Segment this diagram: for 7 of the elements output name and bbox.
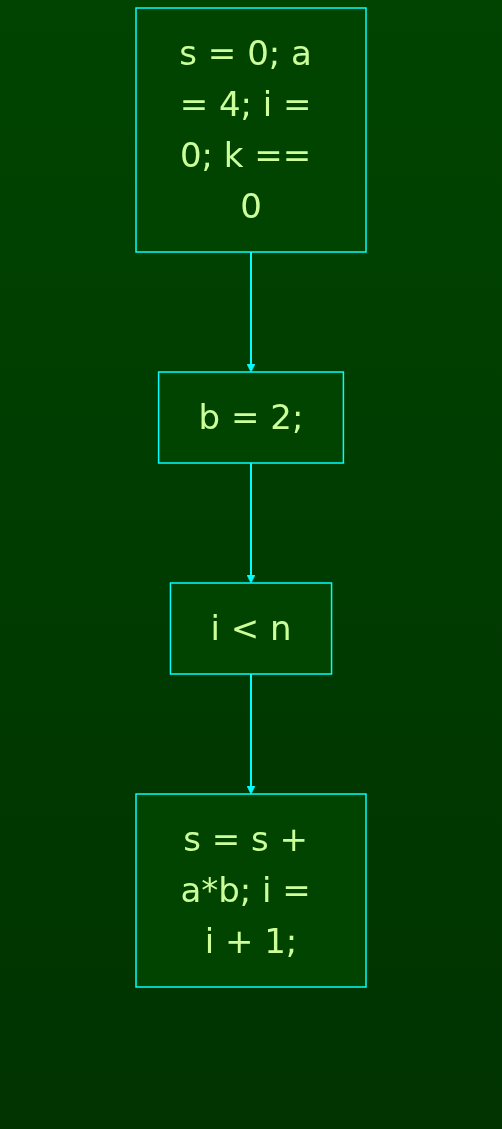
node-box: b = 2; bbox=[157, 371, 345, 464]
arrow bbox=[246, 251, 256, 373]
node-box: s = 0; a = 4; i = 0; k == 0 bbox=[135, 7, 367, 253]
node-box: i < n bbox=[169, 582, 333, 675]
arrow bbox=[246, 462, 256, 584]
arrow bbox=[246, 673, 256, 795]
node-box: s = s + a*b; i = i + 1; bbox=[135, 793, 367, 988]
